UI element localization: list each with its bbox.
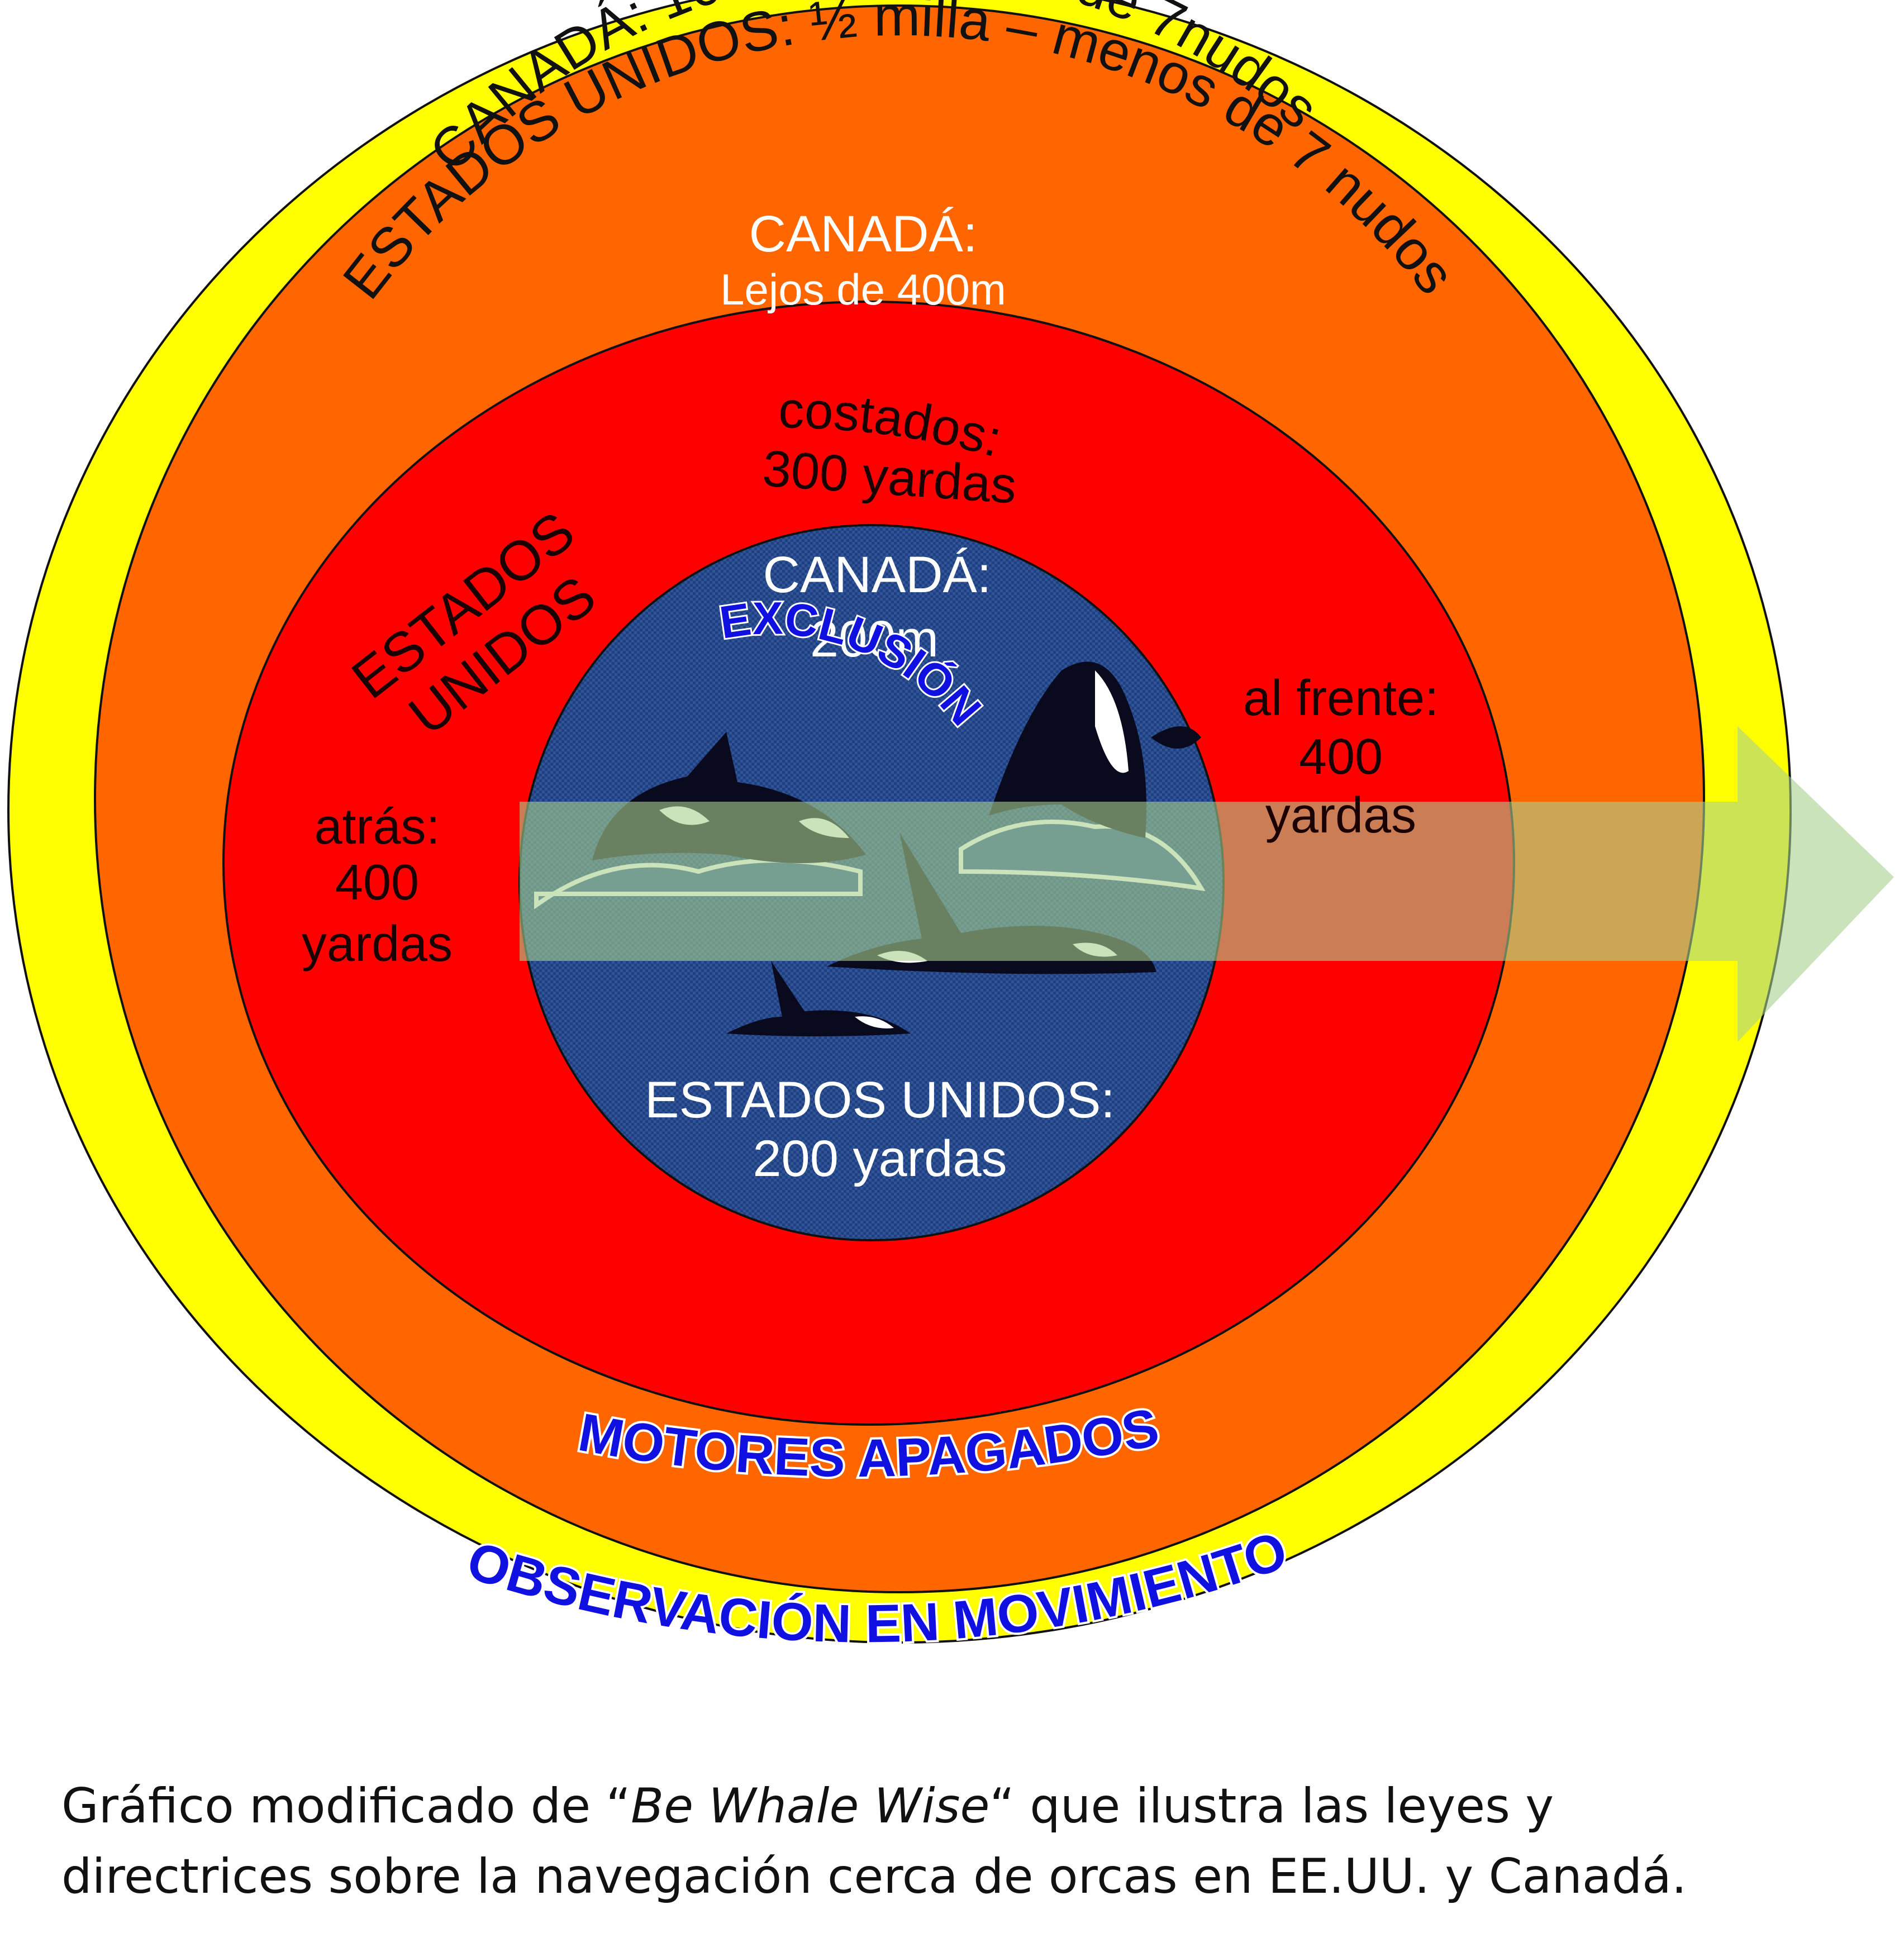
caption-source-title: Be Whale Wise [631,1778,990,1834]
behind-value: 400 [335,855,419,911]
center-canada-title: CANADÁ: [763,546,992,603]
center-usa-title: ESTADOS UNIDOS: [645,1072,1115,1129]
behind-unit: yardas [302,916,453,972]
middle-canada-value: Lejos de 400m [720,265,1006,314]
front-unit: yardas [1265,788,1416,844]
caption-line-2: directrices sobre la navegación cerca de… [61,1849,1687,1905]
direction-arrow-icon [520,726,1894,1042]
front-value: 400 [1299,729,1383,785]
behind-title: atrás: [314,799,440,855]
orca-icon [989,661,1201,838]
figure-caption: Gráfico modificado de “Be Whale Wise“ qu… [61,1771,1877,1912]
center-canada-value: 200m [810,611,939,668]
middle-canada-title: CANADÁ: [749,206,978,263]
center-usa-value: 200 yardas [753,1130,1007,1187]
orca-icon [726,961,911,1036]
caption-line-1: Gráfico modificado de “Be Whale Wise“ qu… [61,1771,1877,1841]
caption-suffix: “ que ilustra las leyes y [989,1778,1554,1834]
front-title: al frente: [1243,670,1439,726]
caption-prefix: Gráfico modificado de “ [61,1778,631,1834]
